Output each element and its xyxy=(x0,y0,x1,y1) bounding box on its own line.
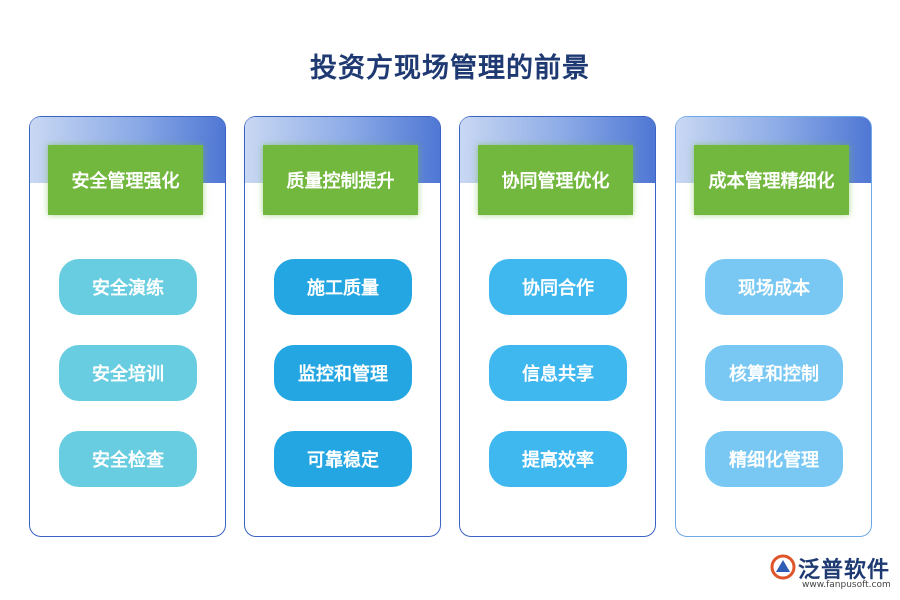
column-header: 安全管理强化 xyxy=(48,145,203,215)
list-item: 核算和控制 xyxy=(705,345,843,401)
column-header: 质量控制提升 xyxy=(263,145,418,215)
logo-name: 泛普软件 xyxy=(798,558,891,583)
list-item: 安全演练 xyxy=(59,259,197,315)
list-item: 施工质量 xyxy=(274,259,412,315)
fanpu-logo-icon xyxy=(770,554,796,580)
list-item: 提高效率 xyxy=(489,431,627,487)
column-cost: 成本管理精细化 现场成本 核算和控制 精细化管理 xyxy=(675,116,872,537)
column-quality: 质量控制提升 施工质量 监控和管理 可靠稳定 xyxy=(244,116,441,537)
page-title: 投资方现场管理的前景 xyxy=(310,53,590,84)
column-header: 成本管理精细化 xyxy=(694,145,849,215)
list-item: 可靠稳定 xyxy=(274,431,412,487)
column-header: 协同管理优化 xyxy=(478,145,633,215)
list-item: 协同合作 xyxy=(489,259,627,315)
logo-url: www.fanpusoft.com xyxy=(802,580,891,590)
list-item: 信息共享 xyxy=(489,345,627,401)
list-item: 安全培训 xyxy=(59,345,197,401)
brand-logo: 泛普软件 www.fanpusoft.com xyxy=(766,552,896,596)
list-item: 安全检查 xyxy=(59,431,197,487)
column-safety: 安全管理强化 安全演练 安全培训 安全检查 xyxy=(29,116,226,537)
column-collaboration: 协同管理优化 协同合作 信息共享 提高效率 xyxy=(459,116,656,537)
list-item: 精细化管理 xyxy=(705,431,843,487)
list-item: 现场成本 xyxy=(705,259,843,315)
list-item: 监控和管理 xyxy=(274,345,412,401)
